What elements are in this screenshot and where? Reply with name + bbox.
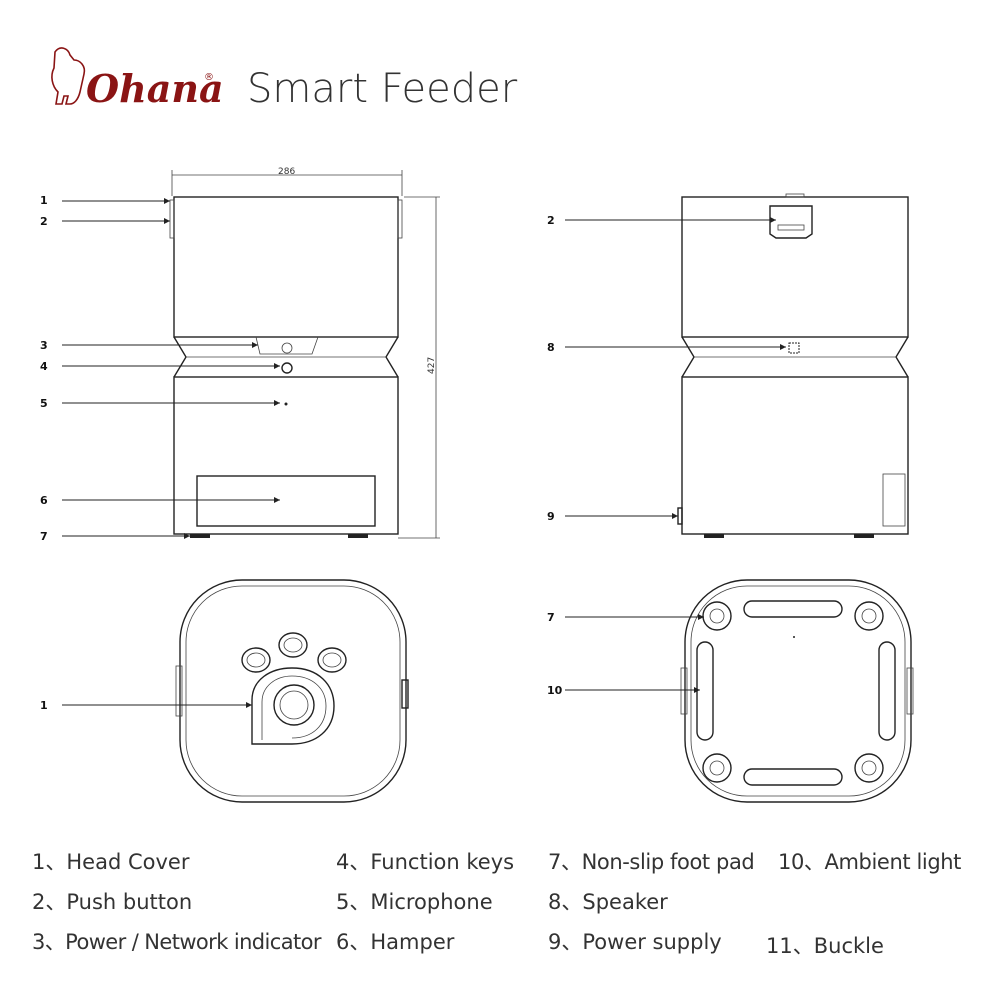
front-view: 286 427 1 2 3 4 5 6 — [40, 167, 440, 543]
callout-back-8: 8 — [547, 341, 555, 354]
bottom-view: 7 10 — [547, 579, 914, 803]
brand-name: Ohana — [86, 66, 224, 111]
callout-bottom-7: 7 — [547, 611, 555, 624]
legend-item-6: 6、Hamper — [336, 930, 455, 954]
legend-item-2: 2、Push button — [32, 890, 193, 914]
legend-item-10: 10、Ambient light — [778, 850, 961, 874]
top-view: 1 — [40, 579, 409, 803]
callout-front-1: 1 — [40, 194, 48, 207]
logo: Ohana ® — [51, 47, 224, 111]
legend-item-11: 11、Buckle — [766, 934, 884, 958]
page-title: Smart Feeder — [247, 66, 518, 112]
callout-front-3: 3 — [40, 339, 48, 352]
paw-logo-icon — [241, 632, 347, 745]
legend-item-7: 7、Non-slip foot pad — [548, 850, 755, 874]
width-dimension: 286 — [278, 167, 295, 177]
callout-back-2: 2 — [547, 214, 555, 227]
callout-front-4: 4 — [40, 360, 48, 373]
callout-front-2: 2 — [40, 215, 48, 228]
legend-item-9: 9、Power supply — [548, 930, 722, 954]
callout-bottom-10: 10 — [547, 684, 563, 697]
dog-logo-icon — [51, 47, 86, 105]
legend-item-8: 8、Speaker — [548, 890, 668, 914]
callout-top-1: 1 — [40, 699, 48, 712]
legend-item-4: 4、Function keys — [336, 850, 515, 874]
back-view: 2 8 9 — [547, 193, 909, 538]
legend-item-1: 1、Head Cover — [32, 850, 190, 874]
callout-front-6: 6 — [40, 494, 48, 507]
legend-item-3: 3、Power / Network indicator — [32, 930, 321, 954]
brand-registered-mark: ® — [204, 72, 214, 83]
legend-item-5: 5、Microphone — [336, 890, 493, 914]
callout-front-7: 7 — [40, 530, 48, 543]
callout-front-5: 5 — [40, 397, 48, 410]
height-dimension: 427 — [427, 357, 437, 374]
callout-back-9: 9 — [547, 510, 555, 523]
